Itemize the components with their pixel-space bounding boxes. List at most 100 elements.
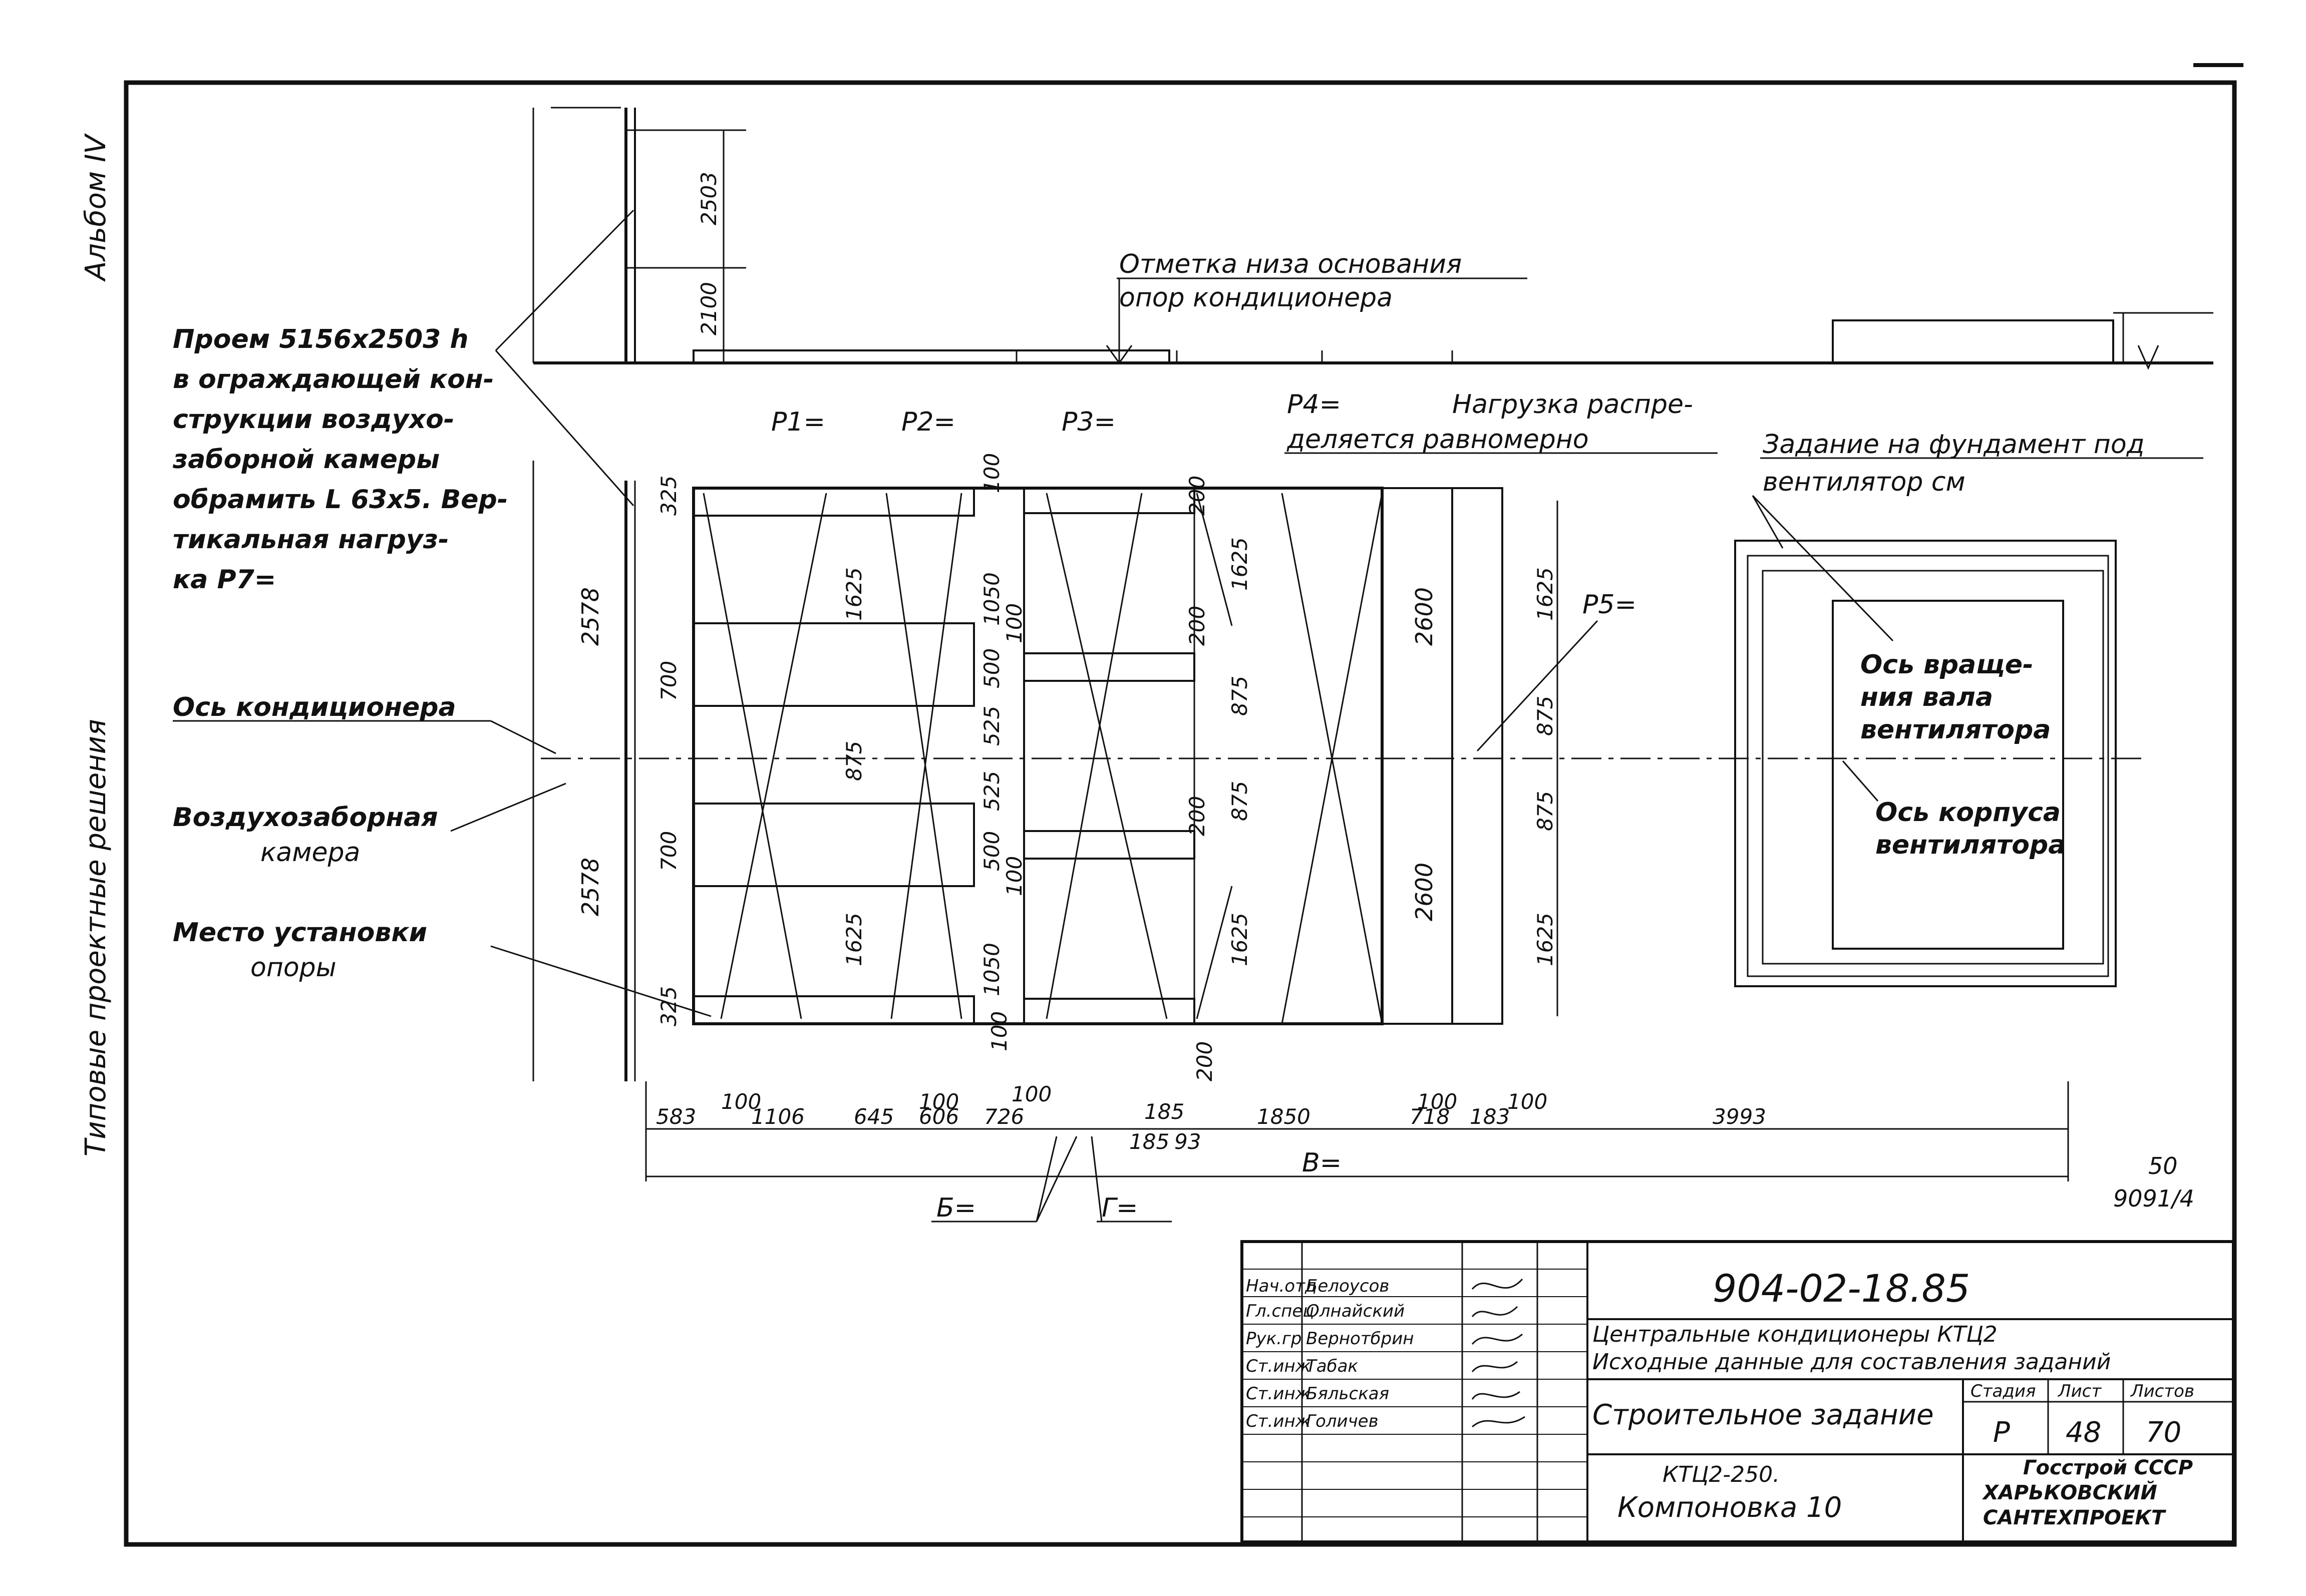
note-fan-shaft-1: Ось враще- (1860, 650, 2034, 680)
label-p4-text-1: Нагрузка распре- (1452, 389, 1693, 420)
dim-b-185-b: 185 (1129, 1129, 1169, 1154)
dim-c3-875-b: 875 (1227, 781, 1252, 821)
dim-c2-525-b: 525 (979, 771, 1004, 811)
note-air-chamber-1: Воздухозаборная (173, 803, 438, 833)
stage-header-1: Лист (2057, 1381, 2102, 1401)
dim-c2-525-a: 525 (979, 706, 1004, 746)
plan-view (532, 461, 2148, 1181)
dim-2100: 2100 (697, 282, 721, 335)
label-p5: Р5= (1582, 590, 1636, 620)
dim-b-185-a: 185 (1144, 1099, 1184, 1124)
layout-title-2: Компоновка 10 (1617, 1491, 1842, 1524)
dim-b-1850: 1850 (1257, 1104, 1310, 1129)
elevation-view (532, 107, 2213, 370)
dim-b-645: 645 (854, 1104, 894, 1129)
dim-left-325-b: 325 (656, 986, 681, 1026)
layout-title-1: КТЦ2-250. (1663, 1462, 1780, 1487)
leader-air-chamber (450, 782, 566, 832)
dim-left-2578-b: 2578 (577, 858, 604, 916)
leader-opening-a (495, 209, 634, 351)
sheet-code-top: 50 (2148, 1152, 2178, 1179)
note-opening-3: заборной камеры (172, 445, 440, 475)
dim-c2-500-b: 500 (979, 831, 1004, 871)
name-3: Табак (1306, 1356, 1358, 1376)
role-1: Гл.спец (1246, 1301, 1314, 1321)
dim-c4-100-a: 100 (1417, 1089, 1457, 1114)
dim-c3-200-c: 200 (1185, 796, 1209, 836)
role-0: Нач.отд (1246, 1276, 1316, 1296)
stage-header-2: Листов (2130, 1381, 2194, 1401)
signatures (1471, 1279, 1525, 1428)
title-block (1240, 1240, 2235, 1543)
note-fan-task-2: вентилятор см (1763, 467, 1965, 497)
note-opening-4: обрамить L 63х5. Вер- (173, 485, 508, 515)
stage-header-0: Стадия (1970, 1381, 2036, 1401)
dim-c1-100-b: 100 (919, 1089, 959, 1114)
dim-b-583: 583 (656, 1104, 696, 1129)
dim-c2-100-c: 100 (1002, 856, 1027, 896)
dim-b-93: 93 (1174, 1129, 1201, 1154)
dim-c5-1625-a: 1625 (1533, 567, 1557, 621)
note-air-chamber-2: камера (260, 838, 360, 868)
dim-c1-100-a: 100 (721, 1089, 761, 1114)
subject: Строительное задание (1592, 1399, 1934, 1431)
label-p4: Р4= (1287, 389, 1341, 420)
dim-c2-100-d: 100 (987, 1011, 1012, 1051)
role-2: Рук.гр (1246, 1329, 1301, 1349)
dim-c2-100-a: 100 (979, 453, 1004, 493)
dim-c3-200-a: 200 (1185, 476, 1209, 516)
note-fan-shaft-3: вентилятора (1860, 715, 2051, 745)
dim-c3-1625-b: 1625 (1227, 913, 1252, 966)
label-v-eq: В= (1302, 1148, 1342, 1178)
sheet-code-bottom: 9091/4 (2113, 1185, 2194, 1212)
stage-value-1: 48 (2066, 1416, 2101, 1449)
dim-b-183: 183 (1470, 1104, 1510, 1129)
dim-c4-2600-b: 2600 (1411, 863, 1438, 921)
dim-left-700-a: 700 (656, 661, 681, 701)
leader-b-eq-a (1036, 1136, 1078, 1222)
doc-number: 904-02-18.85 (1713, 1266, 1970, 1311)
leader-p5 (1476, 620, 1598, 752)
name-0: Белоусов (1306, 1276, 1389, 1296)
label-g-eq: Г= (1102, 1193, 1138, 1223)
stage-value-2: 70 (2146, 1416, 2181, 1449)
label-b-eq: Б= (936, 1193, 976, 1223)
dim-b-726: 726 (984, 1104, 1024, 1129)
name-4: Бяльская (1306, 1384, 1389, 1404)
dim-c4-2600-a: 2600 (1411, 587, 1438, 646)
note-fan-shaft-2: ния вала (1860, 682, 1993, 712)
series-label: Типовые проектные решения (80, 719, 112, 1156)
dim-c3-200-b: 200 (1185, 606, 1209, 646)
stage-value-0: Р (1993, 1416, 2010, 1449)
leader-ac-axis (490, 720, 556, 754)
note-opening-2: струкции воздухо- (173, 405, 454, 435)
title-line-2: Исходные данные для составления заданий (1592, 1349, 2111, 1375)
note-fan-body-1: Ось корпуса (1875, 797, 2061, 828)
leader-b-eq-b (1036, 1136, 1058, 1222)
label-p2: Р2= (901, 407, 955, 437)
note-support-place-1: Место установки (173, 918, 427, 948)
dim-c1-1625-a: 1625 (842, 567, 866, 621)
dim-c2-1050-a: 1050 (979, 572, 1004, 626)
note-opening-0: Проем 5156х2503 h (173, 324, 468, 354)
leader-opening-b (495, 350, 634, 506)
dim-b-606: 606 (919, 1104, 959, 1129)
note-elevation-1: Отметка низа основания (1119, 249, 1462, 279)
note-fan-task-1: Задание на фундамент под (1763, 430, 2145, 460)
name-5: Голичев (1306, 1411, 1379, 1431)
dim-2503: 2503 (697, 172, 721, 225)
label-p4-text-2: деляется равномерно (1286, 425, 1589, 455)
org-1: ХАРЬКОВСКИЙ (1982, 1480, 2157, 1504)
name-2: Вернотбрин (1306, 1329, 1414, 1349)
dim-c2-100-b: 100 (1002, 603, 1027, 643)
dim-c2-500-a: 500 (979, 648, 1004, 688)
dim-b-1106: 1106 (751, 1104, 805, 1129)
leader-fan-c (1842, 760, 1879, 802)
note-ac-axis: Ось кондиционера (173, 692, 456, 722)
dim-c2-1050-b: 1050 (979, 943, 1004, 996)
org-0: Госстрой СССР (2023, 1456, 2193, 1479)
sheet-frame (124, 80, 2237, 1547)
dim-b-3993: 3993 (1713, 1104, 1766, 1129)
dim-c2-100-e: 100 (1012, 1082, 1052, 1106)
